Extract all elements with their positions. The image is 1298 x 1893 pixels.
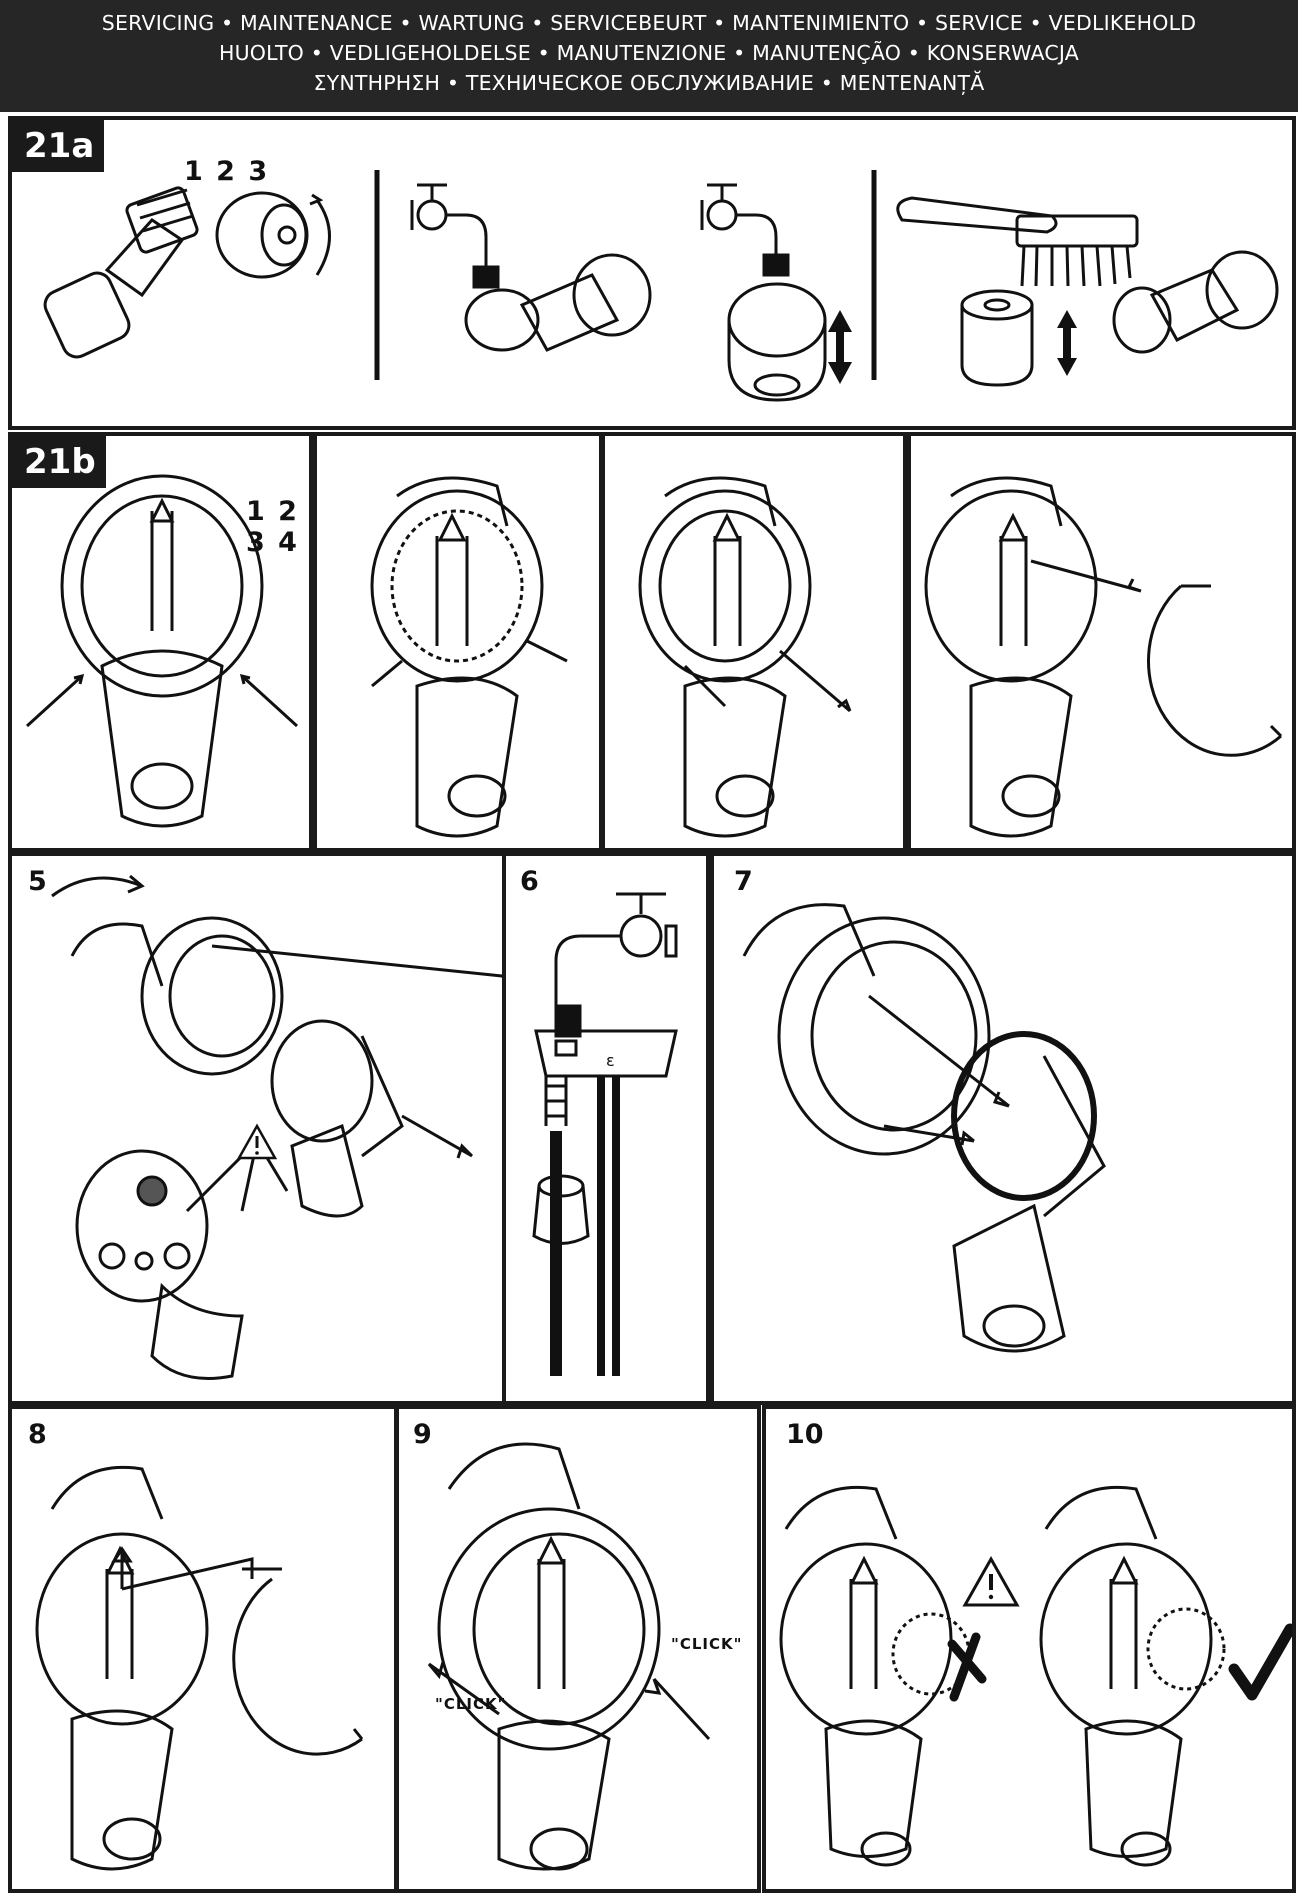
section-21a-badge: 21a	[12, 120, 105, 172]
up-down-arrow-icon	[828, 310, 852, 384]
faucet-illustration	[554, 892, 678, 1021]
faucet-cap-illustration	[700, 183, 827, 402]
header-line-1: SERVICING • MAINTENANCE • WARTUNG • SERV…	[101, 11, 1197, 35]
warning-icon	[962, 1555, 1020, 1607]
warning-icon	[236, 1123, 278, 1160]
step-number-9: 9	[413, 1419, 432, 1450]
illustration-21a	[43, 170, 1279, 402]
illustration-21b-1	[25, 474, 299, 828]
cross-mark-icon	[947, 1632, 987, 1702]
illustration-step-9	[427, 1442, 711, 1871]
illustration-step-7	[742, 903, 1106, 1353]
section-21b-badge: 21b	[12, 436, 106, 488]
panel-21b-step-3	[601, 432, 907, 852]
connector-illustration	[1112, 250, 1279, 354]
cap-illustration	[960, 289, 1034, 387]
illustration-21b-4	[924, 476, 1283, 838]
illustration-step-5	[51, 874, 502, 1380]
faucet-illustration	[410, 183, 652, 352]
panel-21b-step-4	[907, 432, 1296, 852]
click-label-right: "CLICK"	[671, 1635, 743, 1653]
cap-illustration	[215, 191, 331, 279]
step-number-7: 7	[734, 866, 753, 897]
illustration-step-6: ε	[532, 892, 678, 1376]
panel-step-8: 8	[8, 1405, 398, 1893]
page-header: SERVICING • MAINTENANCE • WARTUNG • SERV…	[0, 0, 1298, 112]
click-label-left: "CLICK"	[435, 1695, 507, 1713]
svg-text:ε: ε	[606, 1051, 615, 1070]
step-number-8: 8	[28, 1419, 47, 1450]
up-down-arrow-icon	[1057, 310, 1077, 376]
sequence-label-21a: 1 2 3	[184, 156, 270, 187]
step-number-5: 5	[28, 866, 47, 897]
panel-step-6: 6 ε	[502, 852, 710, 1405]
brush-illustration	[896, 196, 1139, 287]
panel-step-9: 9 "CLICK" "CLICK"	[395, 1405, 761, 1893]
panel-21b-step-1: 21b 1 2 3 4	[8, 432, 313, 852]
check-mark-icon	[1228, 1623, 1292, 1701]
panel-step-5: 5	[8, 852, 506, 1405]
sequence-label-21b: 1 2 3 4	[246, 496, 299, 558]
illustration-step-10	[779, 1485, 1292, 1867]
illustration-step-8	[35, 1465, 364, 1871]
panel-step-10: 10	[762, 1405, 1296, 1893]
panel-21a: 21a 1 2 3	[8, 116, 1296, 430]
panel-21b-step-2	[313, 432, 603, 852]
header-line-2: HUOLTO • VEDLIGEHOLDELSE • MANUTENZIONE …	[218, 41, 1080, 65]
illustration-21b-2	[370, 476, 568, 838]
step-number-6: 6	[520, 866, 539, 897]
connector-illustration	[43, 186, 199, 359]
panel-step-7: 7	[710, 852, 1296, 1405]
illustration-21b-3	[638, 476, 852, 838]
step-number-10: 10	[786, 1419, 824, 1450]
header-line-3: ΣΥΝΤΗΡΗΣΗ • ТЕХНИЧЕСКОЕ ОБСЛУЖИВАНИЕ • M…	[313, 71, 985, 95]
